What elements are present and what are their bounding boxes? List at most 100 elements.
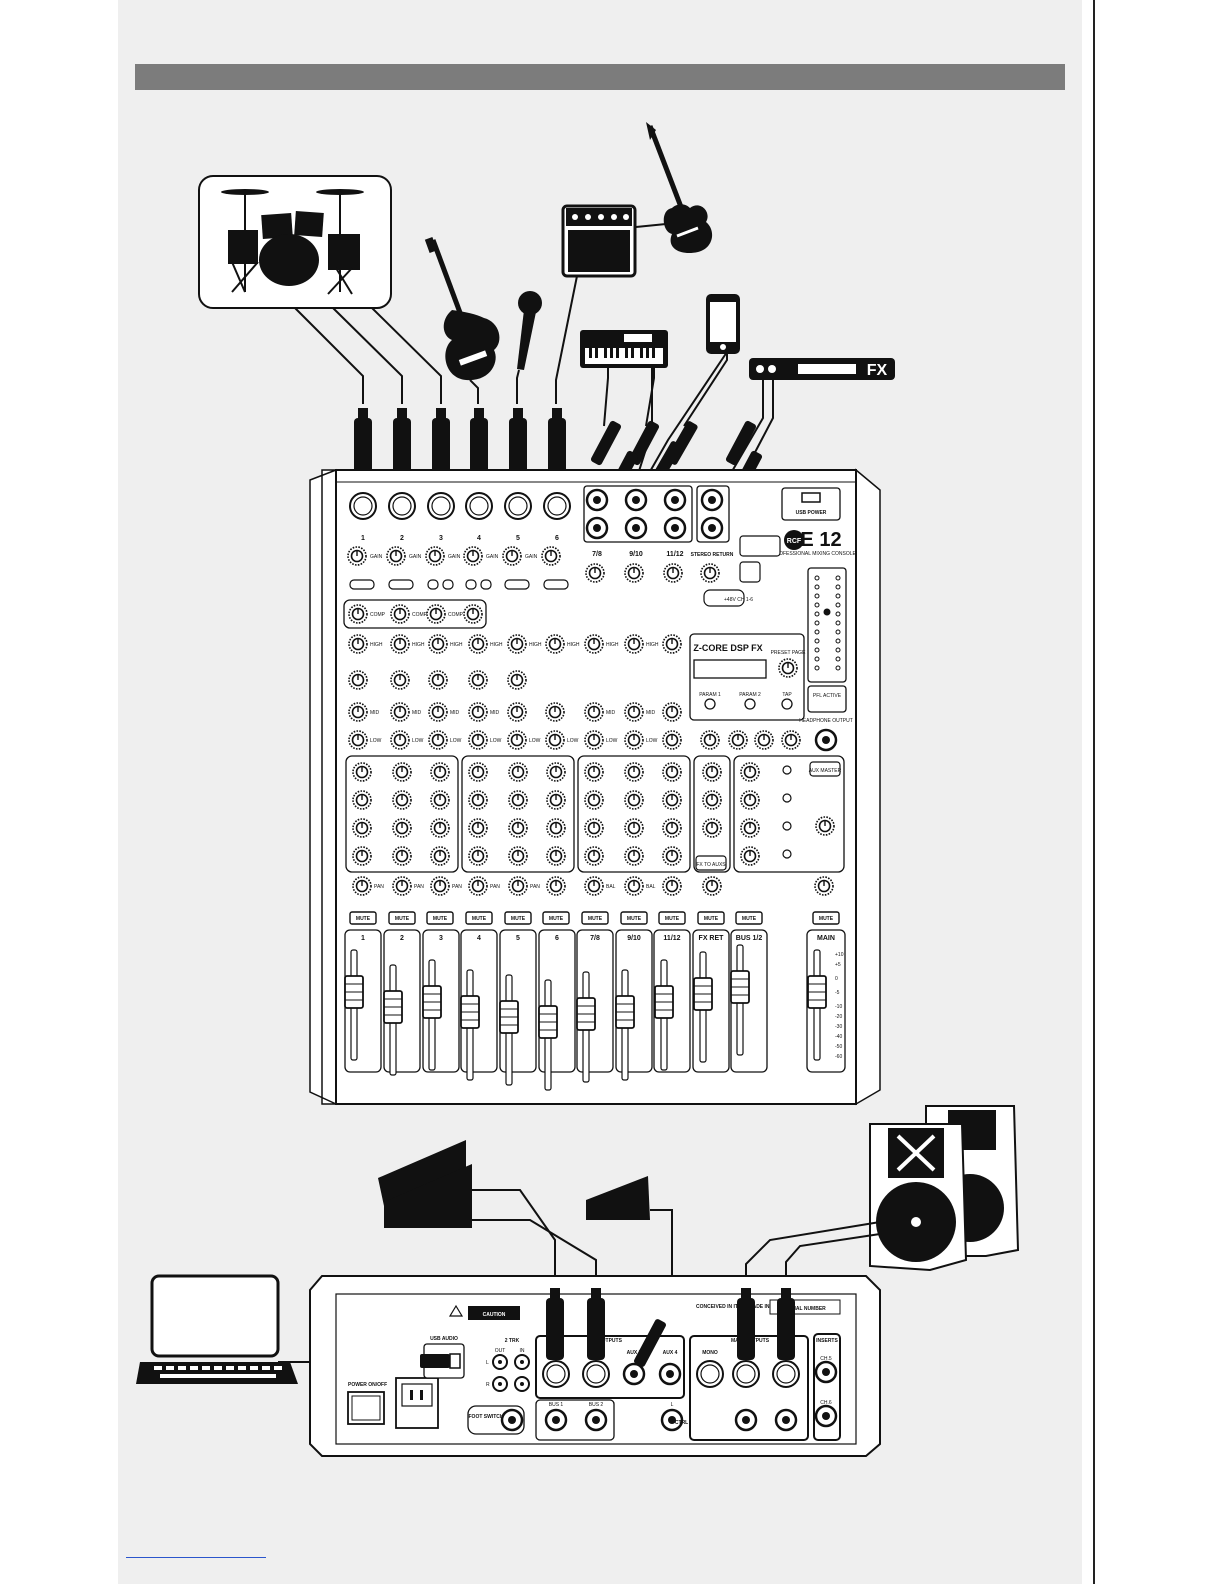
model-subtitle: PROFESSIONAL MIXING CONSOLE bbox=[772, 551, 856, 557]
serial-number-label: SERIAL NUMBER bbox=[784, 1306, 826, 1312]
svg-text:CAUTION: CAUTION bbox=[483, 1312, 506, 1318]
svg-text:CH.6: CH.6 bbox=[820, 1400, 832, 1406]
low-label-3: LOW bbox=[450, 738, 462, 744]
mute-label-5: MUTE bbox=[511, 916, 526, 922]
channel-label-2: 2 bbox=[400, 535, 404, 542]
channel-label-5: 5 bbox=[516, 535, 520, 542]
electric-guitar-icon bbox=[646, 122, 713, 254]
headphone-jack: HEADPHONE OUTPUT bbox=[799, 718, 853, 752]
microphone-icon bbox=[517, 291, 542, 370]
svg-text:FOOT SWITCH: FOOT SWITCH bbox=[469, 1414, 504, 1420]
power-switch[interactable] bbox=[347, 1391, 385, 1425]
phantom-label: +48V CH 1-6 bbox=[724, 597, 753, 603]
fader-label-1: 1 bbox=[361, 935, 365, 942]
aux-master-button[interactable] bbox=[809, 761, 841, 777]
comp-label-2: COMP bbox=[412, 612, 428, 618]
gain-label-4: GAIN bbox=[486, 554, 499, 560]
mid-label-1: MID bbox=[370, 710, 380, 716]
keyboard-icon bbox=[580, 330, 668, 368]
stage-monitor-icon bbox=[378, 1140, 472, 1228]
usb-power-port: USB POWER bbox=[781, 487, 841, 521]
fader-label-7-8: 7/8 bbox=[590, 935, 600, 942]
aux-master-label: AUX MASTER bbox=[809, 768, 842, 774]
high-label-3: HIGH bbox=[450, 642, 463, 648]
svg-text:L: L bbox=[486, 1360, 489, 1366]
rca-in-label: IN bbox=[520, 1348, 525, 1354]
low-label-2: LOW bbox=[412, 738, 424, 744]
svg-text:-5: -5 bbox=[835, 990, 840, 996]
fader-label-11-12: 11/12 bbox=[663, 935, 680, 942]
bus1-label: BUS 1 bbox=[549, 1402, 564, 1408]
model-name: E 12 bbox=[800, 529, 841, 551]
high-label-4: HIGH bbox=[490, 642, 503, 648]
bus2-label: BUS 2 bbox=[589, 1402, 604, 1408]
stereo-input-jacks bbox=[583, 485, 730, 543]
fx-unit-label: FX bbox=[867, 362, 888, 379]
mute-label-2: MUTE bbox=[395, 916, 410, 922]
high-label-5: HIGH bbox=[529, 642, 542, 648]
footer-link-underline bbox=[126, 1557, 266, 1558]
gain-label-2: GAIN bbox=[409, 554, 422, 560]
gain-label-1: GAIN bbox=[370, 554, 383, 560]
iec-power-inlet bbox=[395, 1377, 439, 1429]
mid-label-4: MID bbox=[490, 710, 500, 716]
channel-label-7-8: 7/8 bbox=[592, 551, 602, 558]
page-edge-rule bbox=[1093, 0, 1095, 1584]
mid-label-8: MID bbox=[646, 710, 656, 716]
fader-label-3: 3 bbox=[439, 935, 443, 942]
mute-label-3: MUTE bbox=[433, 916, 448, 922]
low-label-8: LOW bbox=[646, 738, 658, 744]
fader-label-2: 2 bbox=[400, 935, 404, 942]
comp-label-1: COMP bbox=[370, 612, 386, 618]
footswitch-jack: FOOT SWITCH bbox=[467, 1405, 525, 1435]
high-label-1: HIGH bbox=[370, 642, 383, 648]
fader-label-5: 5 bbox=[516, 935, 520, 942]
low-label-4: LOW bbox=[490, 738, 502, 744]
eq-high-row bbox=[348, 634, 682, 654]
drum-kit-icon bbox=[198, 175, 392, 309]
mute-label-10: MUTE bbox=[704, 916, 719, 922]
fader-label-bus-1-2: BUS 1/2 bbox=[736, 935, 763, 942]
low-label-1: LOW bbox=[370, 738, 382, 744]
mid-label-7: MID bbox=[606, 710, 616, 716]
mute-label-4: MUTE bbox=[472, 916, 487, 922]
fx-processor-icon: FX bbox=[749, 358, 895, 380]
mute-label-8: MUTE bbox=[627, 916, 642, 922]
pan-label-2: PAN bbox=[414, 884, 424, 890]
mid-label-3: MID bbox=[450, 710, 460, 716]
bal-label-7: BAL bbox=[606, 884, 616, 890]
svg-text:CH.5: CH.5 bbox=[820, 1356, 832, 1362]
rear-jack-plug-aux3 bbox=[634, 1319, 666, 1367]
fader-label-fx-ret: FX RET bbox=[699, 935, 725, 942]
lowcut-buttons bbox=[349, 579, 569, 590]
bus-outputs-group: BUS 1 BUS 2 bbox=[535, 1399, 615, 1441]
channel-label-6: 6 bbox=[555, 535, 559, 542]
svg-text:-30: -30 bbox=[835, 1024, 842, 1030]
usb-audio-port bbox=[420, 1343, 465, 1379]
two-trk-label: 2 TRK bbox=[505, 1338, 520, 1344]
power-label: POWER ON/OFF bbox=[348, 1382, 387, 1388]
preset-label: PRESET PAGE bbox=[771, 650, 806, 656]
guitar-amp-icon bbox=[561, 204, 637, 278]
mute-label-7: MUTE bbox=[588, 916, 603, 922]
fader-label-9-10: 9/10 bbox=[627, 935, 641, 942]
svg-text:+5: +5 bbox=[835, 962, 841, 968]
svg-text:RCF: RCF bbox=[787, 538, 802, 545]
fader-label-main: MAIN bbox=[817, 935, 835, 942]
two-track-rca-jacks: 2 TRK OUT IN L R bbox=[486, 1338, 530, 1392]
pan-label-3: PAN bbox=[452, 884, 462, 890]
pa-speaker-icon-front bbox=[869, 1123, 968, 1272]
fx-to-aux-button[interactable] bbox=[695, 855, 727, 871]
high-label-8: HIGH bbox=[646, 642, 659, 648]
mono-label: MONO bbox=[702, 1350, 718, 1356]
mute-label-main: MUTE bbox=[819, 916, 834, 922]
channel-label-4: 4 bbox=[477, 535, 481, 542]
high-label-6: HIGH bbox=[567, 642, 580, 648]
channel-label-11-12: 11/12 bbox=[666, 551, 683, 558]
high-label-2: HIGH bbox=[412, 642, 425, 648]
svg-text:-10: -10 bbox=[835, 1004, 842, 1010]
svg-text:+10: +10 bbox=[835, 952, 844, 958]
high-label-7: HIGH bbox=[606, 642, 619, 648]
pan-label-5: PAN bbox=[530, 884, 540, 890]
